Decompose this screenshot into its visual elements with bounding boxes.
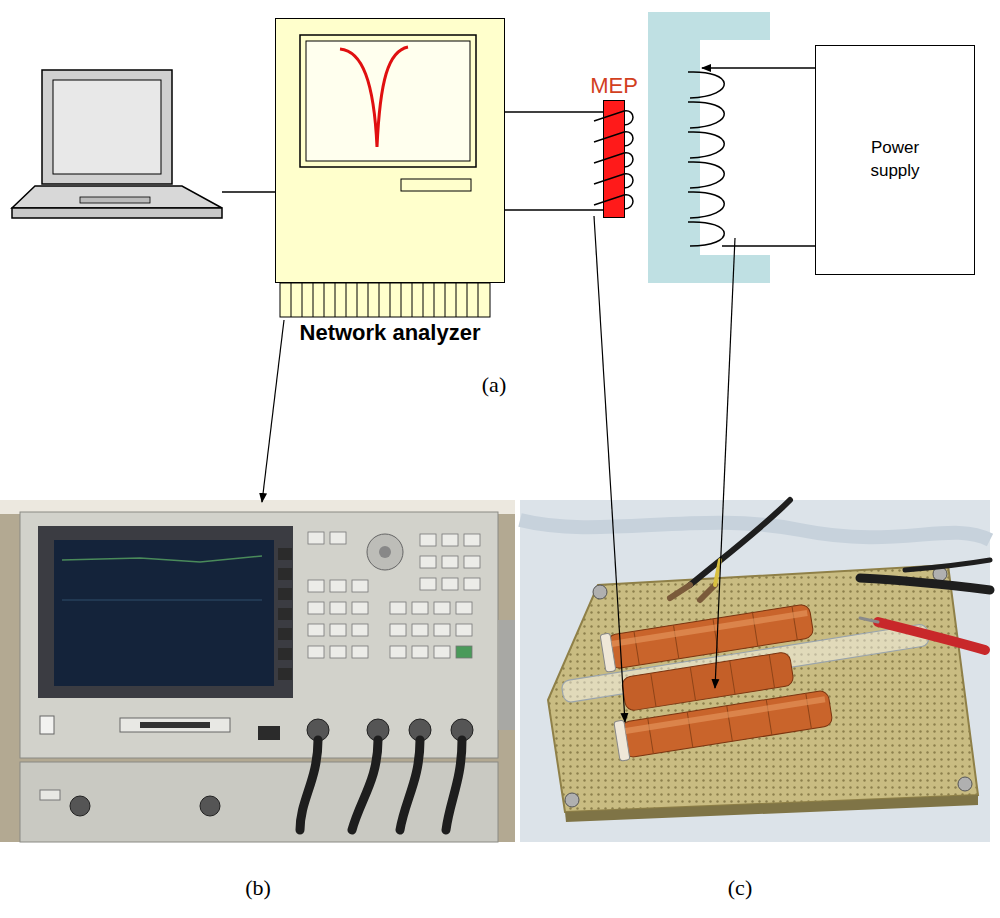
coil-setup-photo [520, 500, 990, 842]
laptop-icon [12, 70, 275, 218]
analyzer-photo [0, 500, 515, 842]
electromagnet-core [648, 12, 770, 283]
analyzer-screen [276, 19, 503, 281]
analyzer-feet [280, 283, 490, 317]
signal-wire [505, 209, 603, 211]
panel-label: (a) [482, 372, 506, 398]
signal-wire [505, 111, 603, 113]
panel-label: (c) [728, 875, 752, 901]
sample-name: MEP [590, 73, 638, 99]
mep-sample: MEP [603, 100, 625, 218]
power-wire [702, 68, 815, 246]
leader-arrow [262, 216, 735, 722]
device-name: Network analyzer [300, 320, 481, 346]
panel-label: (b) [245, 875, 271, 901]
box-label: Power supply [849, 137, 941, 183]
network-analyzer: Network analyzer [275, 18, 505, 283]
pickup-coil [590, 101, 640, 219]
power-supply-box: Power supply [815, 45, 975, 275]
electromagnet-coil [688, 72, 724, 246]
